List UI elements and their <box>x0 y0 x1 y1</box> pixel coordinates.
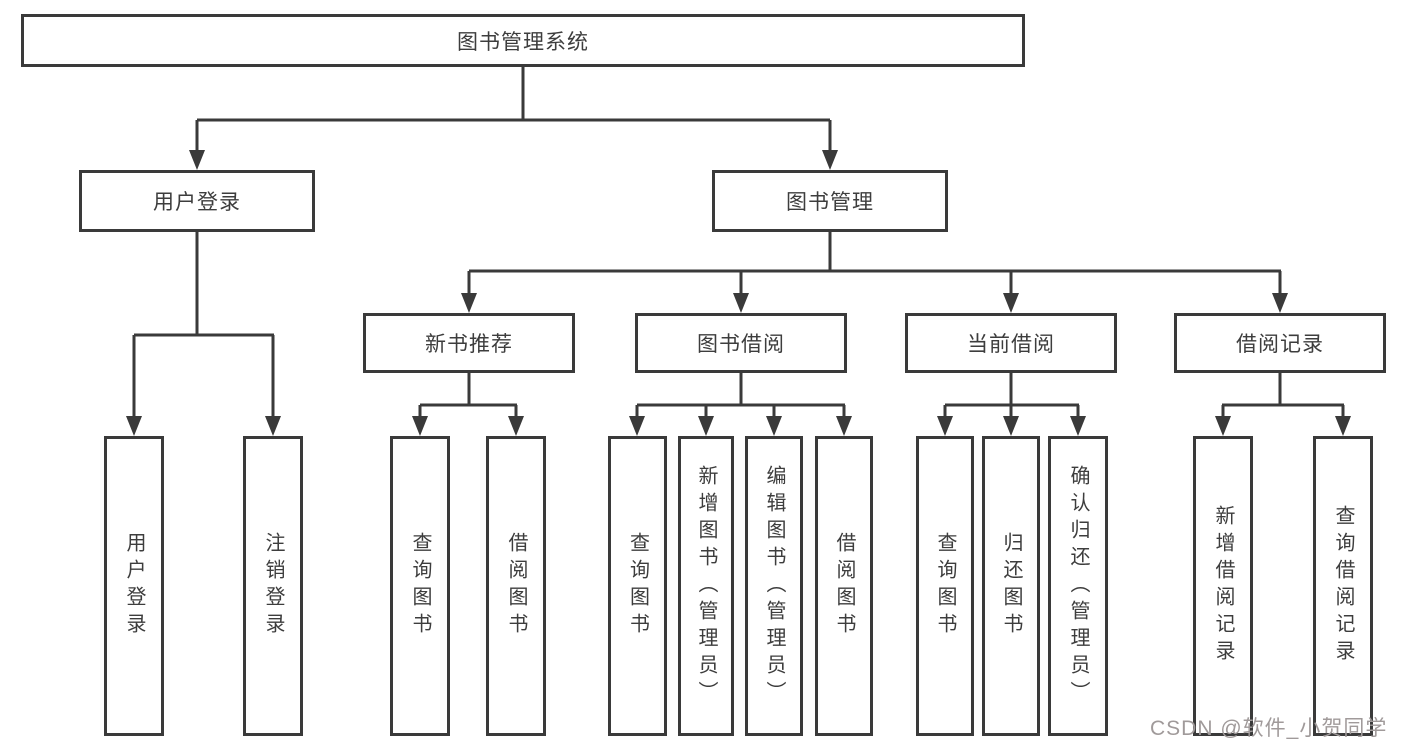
node-borrow-books-recommend: 借阅图书 <box>486 436 546 736</box>
node-borrowing-records: 借阅记录 <box>1174 313 1386 373</box>
connectors-book-management <box>461 232 1288 313</box>
node-book-management: 图书管理 <box>712 170 948 232</box>
arrow-down-icon <box>461 293 477 313</box>
node-search-books-recommend: 查询图书 <box>390 436 450 736</box>
arrow-down-icon <box>1335 416 1351 436</box>
node-user-login-leaf: 用户登录 <box>104 436 164 736</box>
arrow-down-icon <box>508 416 524 436</box>
node-user-login: 用户登录 <box>79 170 315 232</box>
arrow-down-icon <box>1070 416 1086 436</box>
node-logout-login: 注销登录 <box>243 436 303 736</box>
arrow-down-icon <box>1003 293 1019 313</box>
arrow-down-icon <box>265 416 281 436</box>
arrow-down-icon <box>629 416 645 436</box>
node-edit-books-admin: 编辑图书（管理员） <box>745 436 803 736</box>
arrow-down-icon <box>1215 416 1231 436</box>
connectors-book-borrowing <box>629 373 852 436</box>
connectors-borrowing-records <box>1215 373 1351 436</box>
connectors-new-book-recommend <box>412 373 524 436</box>
connectors-root <box>189 67 838 170</box>
watermark-text: CSDN @软件_小贺同学 <box>1150 717 1388 740</box>
node-borrow-books-borrowing: 借阅图书 <box>815 436 873 736</box>
node-add-books-admin: 新增图书（管理员） <box>678 436 734 736</box>
node-search-books-borrowing: 查询图书 <box>608 436 667 736</box>
connectors-current-borrowing <box>937 373 1086 436</box>
node-book-borrowing: 图书借阅 <box>635 313 847 373</box>
arrow-down-icon <box>766 416 782 436</box>
arrow-down-icon <box>733 293 749 313</box>
node-current-borrowing: 当前借阅 <box>905 313 1117 373</box>
arrow-down-icon <box>1272 293 1288 313</box>
arrow-down-icon <box>937 416 953 436</box>
arrow-down-icon <box>126 416 142 436</box>
node-confirm-return-admin: 确认归还（管理员） <box>1048 436 1108 736</box>
node-return-books: 归还图书 <box>982 436 1040 736</box>
arrow-down-icon <box>822 150 838 170</box>
arrow-down-icon <box>698 416 714 436</box>
arrow-down-icon <box>836 416 852 436</box>
connectors-user-login <box>126 232 281 436</box>
arrow-down-icon <box>412 416 428 436</box>
arrow-down-icon <box>189 150 205 170</box>
node-library-system: 图书管理系统 <box>21 14 1025 67</box>
node-add-borrow-record: 新增借阅记录 <box>1193 436 1253 736</box>
node-search-borrow-record: 查询借阅记录 <box>1313 436 1373 736</box>
node-search-books-current: 查询图书 <box>916 436 974 736</box>
arrow-down-icon <box>1003 416 1019 436</box>
node-new-book-recommend: 新书推荐 <box>363 313 575 373</box>
